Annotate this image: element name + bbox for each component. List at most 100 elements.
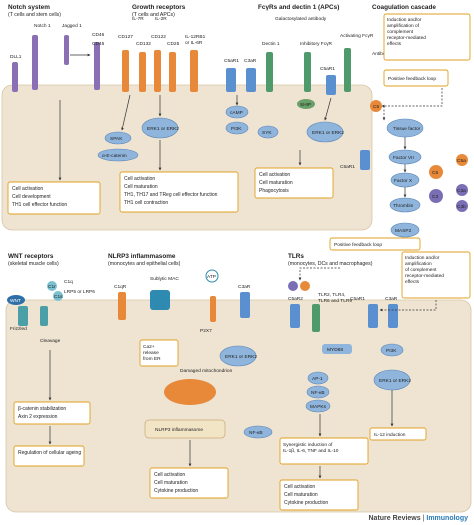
tlr-c5-node [300, 281, 310, 291]
c1s-label: C1s [54, 294, 63, 300]
galact-label: Galactosylated antibody [275, 16, 327, 22]
nlrp3-outcome-1: Cell activation [154, 472, 185, 478]
growth-erk-label: ERK1 or ERK2 [147, 126, 179, 132]
c5-top [370, 100, 382, 112]
growth-c3ar-label: C3aR [244, 58, 257, 64]
tlr-outcome-box [279, 479, 359, 511]
nlrp3inf-node [144, 419, 226, 439]
tlr-outcome-3: Cytokine production [284, 500, 328, 506]
ind1-box [383, 13, 471, 61]
growth-erk-node [141, 117, 179, 139]
growth-outcome-1: Cell activation [124, 176, 155, 182]
spak-node [104, 131, 132, 145]
tlr-c5ar2-label: C5aR2 [288, 296, 303, 302]
tlr-c5ar2-receptor [290, 304, 300, 328]
fcgr-outcome-box [254, 167, 334, 199]
nlrp3-outcome-box [149, 467, 229, 499]
notch-outcome-2: Cell development [12, 194, 51, 200]
ecatenin-node [97, 148, 139, 162]
wnt-reg-text: Regulation of cellular ageing [18, 450, 81, 456]
il7r-label: IL-7R [132, 16, 144, 22]
dectin-receptor [266, 52, 273, 92]
tlr-subtitle: (monocytes, DCs and macrophages) [288, 261, 373, 267]
masp2-label: MASP2 [395, 228, 412, 234]
ecatenin-label: α-E-catenin [102, 153, 127, 159]
fcgr-c5ar1-label: C5aR1 [320, 66, 335, 72]
coag-c5ar1-receptor [360, 150, 370, 170]
inhib-receptor [304, 52, 311, 92]
nlrp3-title: NLRP3 inflammasome [108, 253, 176, 260]
tlr-erk-label: ERK1 or ERK2 [379, 378, 411, 384]
c3a-node [456, 184, 468, 196]
nlrp3inf-label: NLRP3 inflammasome [155, 427, 203, 433]
activ-receptor [344, 48, 351, 92]
tlr-nfkb-label: NF-κB [311, 390, 325, 396]
notch1-label: Notch 1 [34, 23, 51, 29]
growth-subtitle: (T cells and APCs) [132, 12, 175, 18]
nlrp3-subtitle: (monocytes and epithelial cells) [108, 261, 181, 267]
c3b-label: C3b [457, 204, 466, 210]
tlr-pi3k-node [380, 343, 404, 357]
growth-outcome-box [119, 171, 239, 213]
jagged1-label: Jagged 1 [62, 23, 82, 29]
wnt-reg-box [13, 445, 85, 467]
tlr-title: TLRs [288, 253, 304, 260]
myd88-node [322, 344, 352, 354]
tlr-c3-node [288, 281, 298, 291]
growth-outcome-4: TH1 cell contraction [124, 200, 168, 206]
nlrp3-outcome-3: Cytokine production [154, 488, 198, 494]
il12-text: IL-12 induction [374, 432, 406, 438]
fcgr-c5ar1-receptor [326, 75, 336, 95]
c3b-node [456, 200, 468, 212]
mapk-label: MAPKs [310, 404, 327, 410]
c5-coag-label: C5 [432, 170, 438, 176]
footer: Nature Reviews | Immunology [369, 515, 469, 522]
myd88-label: MYD88 [327, 347, 343, 353]
nlrp3-erk-label: ERK1 or ERK2 [225, 354, 257, 360]
fcgr-outcome-2: Cell maturation [259, 180, 293, 186]
c5-coag [429, 165, 443, 179]
cd122-receptor [154, 50, 161, 92]
coag-title: Coagulation cascade [372, 4, 436, 11]
tlr-outcome-1: Cell activation [284, 484, 315, 490]
nlrp3-nfkb-label: NF-κB [249, 430, 263, 436]
f10-label: Factor X [394, 178, 413, 184]
cd127-label: CD127 [118, 34, 133, 40]
il6r-label: or IL-6R [185, 40, 203, 46]
ship-node [297, 99, 315, 109]
tlr-nfkb-node [306, 385, 330, 399]
notch1-receptor [32, 35, 38, 90]
growth-outcome-2: Cell maturation [124, 184, 158, 190]
tlr-c3ar-receptor [388, 304, 398, 328]
fcgr-to-erk-arrow [324, 97, 332, 121]
spak-label: SPAK [110, 136, 123, 142]
il2r-label: IL-2R [155, 16, 167, 22]
masp2-node [390, 222, 420, 238]
nlrp3-c3ar-receptor [240, 292, 250, 318]
syk-label: SYK [262, 130, 272, 136]
c3-coag [429, 189, 443, 203]
footer-journal: Nature Reviews [368, 515, 421, 522]
growth-title: Growth receptors [132, 4, 186, 11]
frizzled-label: Frizzled [10, 326, 27, 332]
tlr-pos-dash [298, 267, 340, 281]
cleavage-label: Cleavage [40, 338, 61, 344]
tlr-outcome-2: Cell maturation [284, 492, 318, 498]
lrp-receptor [40, 306, 48, 326]
nlrp3-erk-node [219, 345, 257, 367]
synergy-box [279, 437, 369, 465]
wnt-label: WNT [10, 298, 21, 304]
c1qr-receptor [118, 292, 126, 320]
tlr-receptor [312, 304, 320, 332]
growth-outcome-3: TH1, TH17 and TReg cell effector functio… [124, 192, 218, 198]
growth-to-spak-arrow [121, 94, 131, 131]
notch-outcome-1: Cell activation [12, 186, 43, 192]
coag-c5ar1-label: C5aR1 [340, 164, 355, 170]
camp-node [225, 105, 249, 119]
c1r-label: C1r [48, 284, 56, 290]
